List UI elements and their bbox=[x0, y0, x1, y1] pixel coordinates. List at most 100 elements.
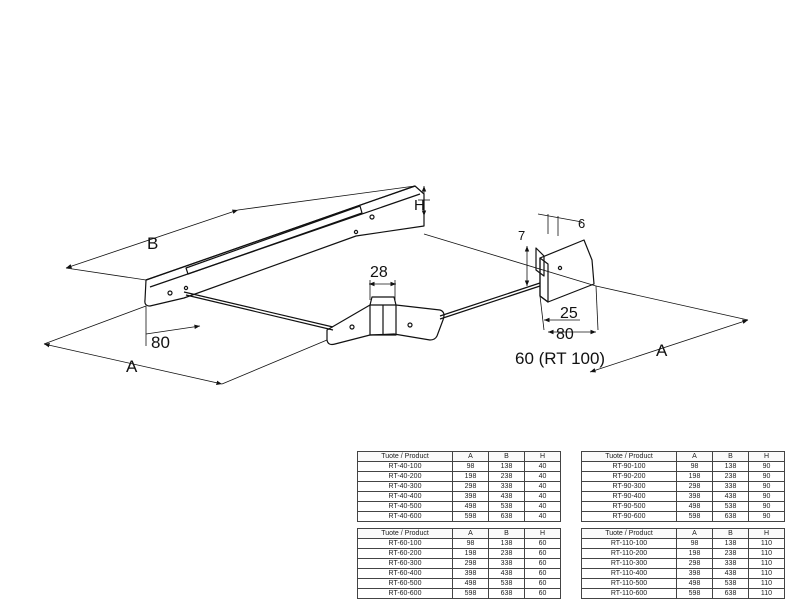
column-header-b: B bbox=[712, 528, 749, 539]
value-h: 90 bbox=[748, 481, 785, 492]
value-a: 298 bbox=[452, 558, 489, 569]
mounting-hole bbox=[369, 214, 375, 220]
value-h: 90 bbox=[748, 511, 785, 522]
column-header-product: Tuote / Product bbox=[357, 451, 453, 462]
value-a: 198 bbox=[676, 548, 713, 559]
column-header-b: B bbox=[488, 528, 525, 539]
value-a: 198 bbox=[452, 471, 489, 482]
value-b: 538 bbox=[488, 501, 525, 512]
back-rail bbox=[144, 185, 425, 307]
column-header-a: A bbox=[676, 451, 713, 462]
product-code: RT-40-600 bbox=[357, 511, 453, 522]
value-b: 238 bbox=[712, 548, 749, 559]
product-code: RT-90-200 bbox=[581, 471, 677, 482]
dim-label-28: 28 bbox=[370, 264, 388, 281]
value-b: 438 bbox=[488, 568, 525, 579]
value-a: 398 bbox=[676, 568, 713, 579]
column-header-a: A bbox=[452, 451, 489, 462]
support-wire-left-2 bbox=[185, 294, 334, 331]
dim-label-a-left: A bbox=[126, 357, 138, 376]
value-a: 98 bbox=[676, 538, 713, 549]
value-h: 60 bbox=[524, 578, 561, 589]
value-h: 60 bbox=[524, 568, 561, 579]
column-header-product: Tuote / Product bbox=[357, 528, 453, 539]
value-a: 498 bbox=[676, 501, 713, 512]
spec-table-header-row: Tuote / Product A B H bbox=[357, 451, 561, 462]
value-h: 110 bbox=[748, 578, 785, 589]
product-code: RT-60-100 bbox=[357, 538, 453, 549]
value-a: 398 bbox=[676, 491, 713, 502]
value-a: 198 bbox=[452, 548, 489, 559]
support-wire-left bbox=[183, 291, 334, 328]
end-bracket-hole bbox=[557, 265, 563, 271]
value-b: 338 bbox=[712, 481, 749, 492]
value-b: 638 bbox=[488, 588, 525, 599]
value-b: 538 bbox=[712, 501, 749, 512]
product-code: RT-40-200 bbox=[357, 471, 453, 482]
value-a: 398 bbox=[452, 491, 489, 502]
dim-label-h: H bbox=[414, 197, 425, 214]
dim-label-80-right: 80 bbox=[556, 326, 574, 343]
value-h: 60 bbox=[524, 558, 561, 569]
value-b: 538 bbox=[712, 578, 749, 589]
value-a: 498 bbox=[452, 501, 489, 512]
product-code: RT-90-600 bbox=[581, 511, 677, 522]
back-rail-edge bbox=[149, 193, 421, 288]
value-b: 338 bbox=[712, 558, 749, 569]
value-b: 638 bbox=[488, 511, 525, 522]
dim-label-60-rt100: 60 (RT 100) bbox=[515, 349, 605, 368]
column-header-h: H bbox=[524, 528, 561, 539]
product-code: RT-40-300 bbox=[357, 481, 453, 492]
product-code: RT-60-400 bbox=[357, 568, 453, 579]
product-code: RT-90-500 bbox=[581, 501, 677, 512]
column-header-b: B bbox=[488, 451, 525, 462]
value-b: 138 bbox=[488, 461, 525, 472]
dim-label-25: 25 bbox=[560, 305, 578, 322]
value-a: 298 bbox=[676, 481, 713, 492]
value-h: 90 bbox=[748, 491, 785, 502]
value-h: 110 bbox=[748, 558, 785, 569]
end-bracket-tab bbox=[539, 257, 549, 303]
value-h: 40 bbox=[524, 481, 561, 492]
value-b: 438 bbox=[488, 491, 525, 502]
value-h: 60 bbox=[524, 538, 561, 549]
value-h: 40 bbox=[524, 471, 561, 482]
product-code: RT-90-400 bbox=[581, 491, 677, 502]
value-b: 238 bbox=[488, 471, 525, 482]
value-h: 110 bbox=[748, 538, 785, 549]
value-h: 40 bbox=[524, 511, 561, 522]
product-code: RT-60-500 bbox=[357, 578, 453, 589]
value-a: 298 bbox=[676, 558, 713, 569]
value-a: 298 bbox=[452, 481, 489, 492]
product-code: RT-90-300 bbox=[581, 481, 677, 492]
value-h: 90 bbox=[748, 461, 785, 472]
dim-label-b: B bbox=[147, 234, 158, 253]
product-code: RT-110-500 bbox=[581, 578, 677, 589]
column-header-h: H bbox=[524, 451, 561, 462]
value-a: 498 bbox=[676, 578, 713, 589]
spec-table-header-row: Tuote / Product A B H bbox=[357, 528, 561, 539]
mounting-hole bbox=[183, 285, 189, 291]
value-h: 60 bbox=[524, 548, 561, 559]
center-clamp bbox=[326, 296, 445, 346]
value-b: 138 bbox=[488, 538, 525, 549]
